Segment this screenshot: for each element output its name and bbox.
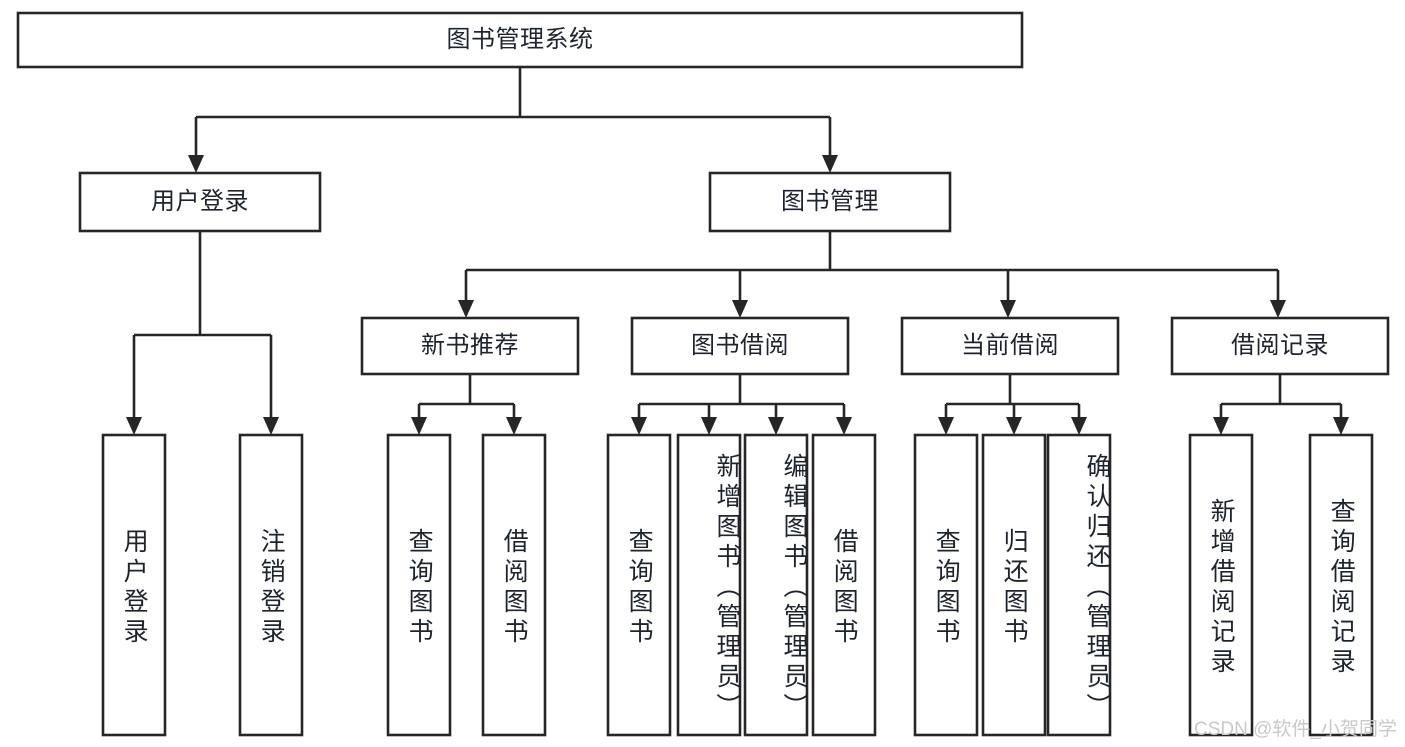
arrowhead-current-borrow (1000, 300, 1016, 318)
csdn-watermark: CSDN @软件_小贺同学 (1194, 719, 1397, 740)
arrowhead-nbr-query-book (411, 417, 427, 435)
node-box-leaf-bb-add-book[interactable] (676, 433, 742, 737)
node-box-borrow-record[interactable] (1170, 316, 1390, 376)
connector-group-root (188, 67, 838, 173)
connector-group-book-mgmt (458, 231, 1286, 318)
arrowhead-leaf-user-login (126, 417, 142, 435)
node-box-new-book-recommend[interactable] (360, 316, 580, 376)
arrowhead-borrow-record (1270, 300, 1286, 318)
node-box-user-login[interactable] (78, 171, 322, 233)
node-box-leaf-nbr-query-book[interactable] (386, 433, 452, 737)
node-box-leaf-bb-query-book[interactable] (606, 433, 672, 737)
arrowhead-nbr-borrow-book (506, 417, 522, 435)
arrowhead-book-mgmt (822, 155, 838, 173)
node-box-leaf-bb-borrow-book[interactable] (811, 433, 877, 737)
connector-group-new-book-rec (411, 374, 522, 435)
connector-group-user-login (126, 231, 279, 435)
connector-group-current-borrow (938, 374, 1087, 435)
arrowhead-br-add-record (1213, 417, 1229, 435)
node-box-leaf-br-add-record[interactable] (1188, 433, 1254, 737)
arrowhead-cb-return-book (1006, 417, 1022, 435)
arrowhead-cb-query-book (938, 417, 954, 435)
node-box-leaf-cb-return-book[interactable] (981, 433, 1047, 737)
arrowhead-bb-query-book (631, 417, 647, 435)
node-box-leaf-bb-edit-book[interactable] (743, 433, 809, 737)
arrowhead-new-book-rec (458, 300, 474, 318)
node-box-leaf-nbr-borrow-book[interactable] (481, 433, 547, 737)
arrowhead-cb-confirm-return (1071, 417, 1087, 435)
node-box-leaf-logout-login[interactable] (238, 433, 304, 737)
node-box-root[interactable] (16, 11, 1024, 69)
node-box-leaf-br-query-record[interactable] (1308, 433, 1374, 737)
node-box-leaf-cb-confirm-return[interactable] (1046, 433, 1112, 737)
arrowhead-bb-edit-book (768, 417, 784, 435)
node-box-book-borrow[interactable] (630, 316, 850, 376)
node-box-leaf-cb-query-book[interactable] (913, 433, 979, 737)
connector-group-borrow-record (1213, 374, 1349, 435)
connector-group-book-borrow (631, 374, 852, 435)
arrowhead-br-query-record (1333, 417, 1349, 435)
node-box-current-borrow[interactable] (900, 316, 1120, 376)
arrowhead-bb-add-book (701, 417, 717, 435)
arrowhead-bb-borrow-book (836, 417, 852, 435)
node-box-book-management[interactable] (708, 171, 952, 233)
node-box-leaf-user-login[interactable] (101, 433, 167, 737)
arrowhead-user-login (188, 155, 204, 173)
arrowhead-leaf-logout-login (263, 417, 279, 435)
arrowhead-book-borrow (732, 300, 748, 318)
